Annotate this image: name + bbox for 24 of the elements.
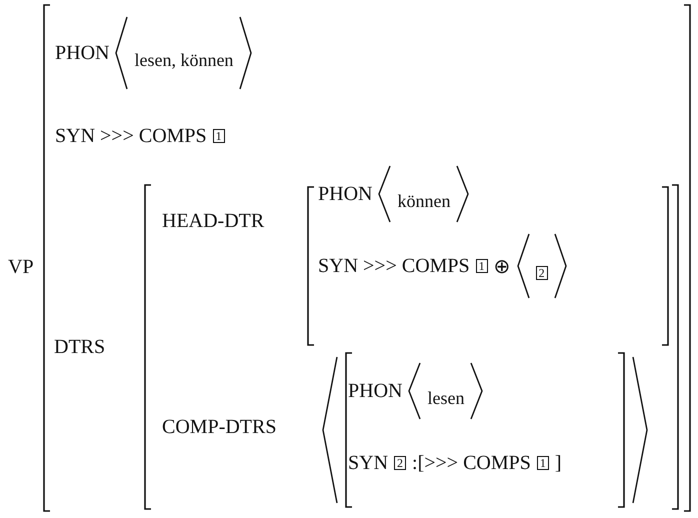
feature-name: COMP-DTRS (162, 416, 276, 439)
boxed-tag: 1 (212, 129, 225, 143)
feature-path: SYN >>> COMPS (55, 124, 207, 148)
boxed-tag: 2 (394, 456, 406, 470)
value-text: lesen, können (134, 50, 234, 70)
boxed-tag: 1 (476, 259, 488, 273)
value-text: lesen (427, 388, 464, 408)
boxed-tag: 2 (536, 266, 548, 280)
feature-path: PHON (55, 42, 110, 64)
feature-matrix (160, 186, 672, 346)
boxed-tag: 1 (536, 456, 549, 470)
feature-path: PHON (348, 380, 402, 402)
feature-matrix (6, 4, 692, 512)
feature-name: HEAD-DTR (162, 210, 264, 233)
value-text: können (397, 190, 450, 212)
feature-matrix (52, 184, 682, 510)
feature-path: ] (554, 452, 562, 474)
feature-path: SYN >>> COMPS (318, 254, 470, 278)
operator-symbol: ⊕ (494, 254, 511, 278)
feature-path: PHON (318, 182, 372, 206)
feature-name: VP (8, 256, 34, 279)
feature-path: :[>>> COMPS (412, 452, 531, 474)
feature-name: DTRS (54, 336, 106, 359)
feature-path: SYN (348, 452, 388, 474)
